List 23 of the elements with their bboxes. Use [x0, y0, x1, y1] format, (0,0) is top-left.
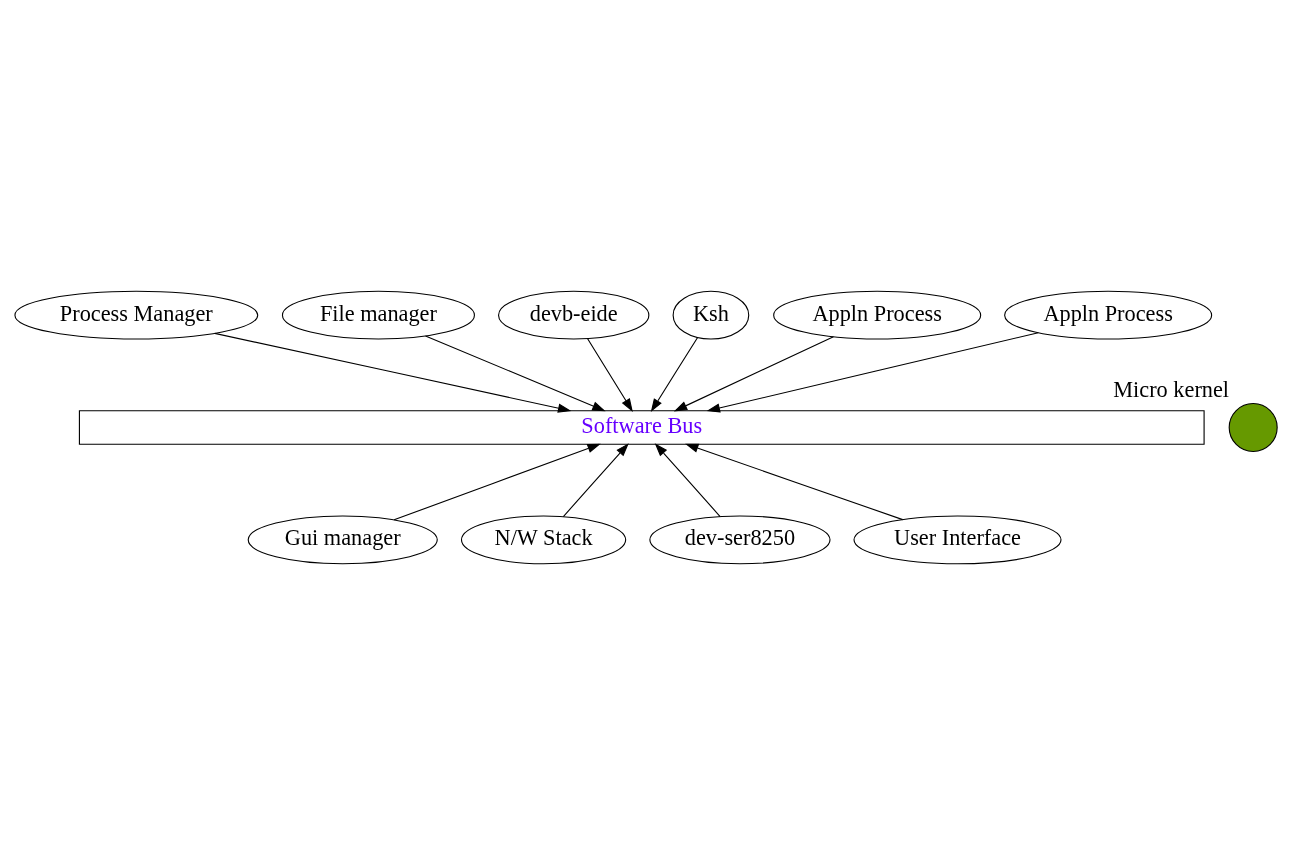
- arrow: [213, 332, 571, 413]
- node-ellipse: File manager: [281, 290, 475, 340]
- node-ellipse: User Interface: [852, 515, 1062, 565]
- arrow: [673, 336, 834, 412]
- node-ellipse: dev-ser8250: [648, 515, 831, 565]
- arrow: [650, 336, 698, 412]
- node-ellipse: N/W Stack: [460, 515, 626, 565]
- arrow: [562, 443, 629, 518]
- node-ellipse: Appln Process: [772, 290, 981, 340]
- arrow: [684, 443, 903, 521]
- arrow: [654, 443, 721, 518]
- node-box: Software Bus: [78, 410, 1205, 445]
- arrow: [706, 332, 1039, 413]
- node-ellipse: Gui manager: [247, 515, 438, 565]
- node-label: Micro kernel: [1112, 376, 1229, 402]
- node-ellipse: devb-eide: [497, 290, 649, 340]
- node-ellipse: Process Manager: [13, 290, 258, 340]
- node-ellipse: Appln Process: [1003, 290, 1212, 340]
- node-ellipse: Ksh: [672, 290, 749, 340]
- arrow: [393, 443, 601, 521]
- node-circle: [1228, 402, 1278, 453]
- arrow: [586, 338, 633, 412]
- arrow: [424, 335, 606, 412]
